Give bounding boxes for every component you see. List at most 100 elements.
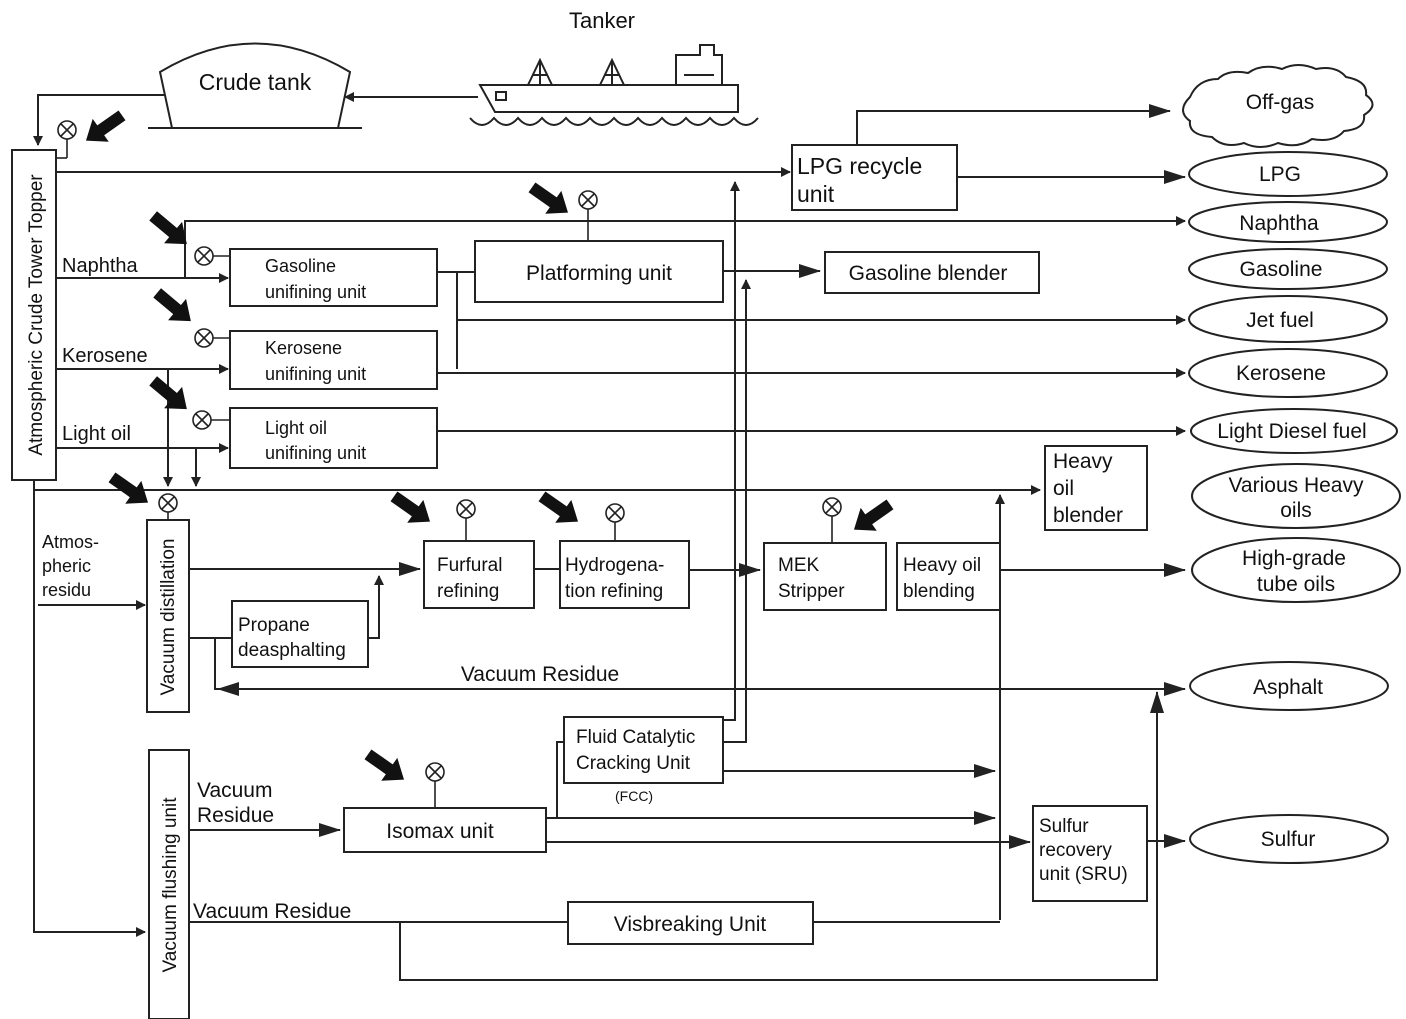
input-arrow-icon-hydrogenation bbox=[538, 491, 579, 523]
product-heavy-oils-label-1: Various Heavy bbox=[1228, 474, 1364, 497]
stream-kerosene-label: Kerosene bbox=[62, 345, 148, 367]
crude-tank-label: Crude tank bbox=[199, 69, 312, 95]
product-light-diesel-label: Light Diesel fuel bbox=[1217, 420, 1366, 443]
isomax-unit bbox=[343, 807, 547, 853]
input-arrow-icon-gasoline bbox=[149, 211, 187, 245]
product-heavy-oils-label-2: oils bbox=[1280, 499, 1312, 522]
lpg-recycle-label-2: unit bbox=[797, 181, 835, 207]
kerosene-unifining-label-1: Kerosene bbox=[265, 338, 342, 358]
heavy-oil-blender bbox=[1044, 445, 1148, 531]
stream-atm-residu-1: Atmos- bbox=[42, 532, 99, 552]
product-tube-oils bbox=[1191, 537, 1401, 603]
sulfur-recovery-unit bbox=[1032, 805, 1148, 902]
kerosene-unifining-label-2: unifining unit bbox=[265, 364, 366, 384]
input-arrow-icon-kerosene bbox=[153, 288, 191, 322]
lightoil-unifining-unit bbox=[229, 407, 438, 469]
heavy-oil-blending-unit bbox=[896, 542, 1001, 611]
heavy-oil-blending-label-2: blending bbox=[903, 581, 975, 602]
arrow-tank-to-tower bbox=[33, 94, 165, 146]
gasoline-unifining-label-2: unifining unit bbox=[265, 282, 366, 302]
input-arrow-icon-platforming bbox=[528, 182, 569, 214]
platforming-label: Platforming unit bbox=[526, 262, 672, 285]
line-lpg-to-offgas bbox=[856, 104, 1171, 145]
tanker-bridge bbox=[675, 44, 723, 85]
input-arrow-icon-tower bbox=[85, 110, 126, 142]
product-jet-fuel bbox=[1188, 295, 1388, 343]
stream-atm-residu-2: pheric bbox=[42, 556, 91, 576]
tanker-mast-2 bbox=[599, 57, 625, 86]
mek-stripper-unit bbox=[763, 542, 887, 611]
hydrogenation-label-1: Hydrogena- bbox=[565, 555, 664, 576]
propane-deasphalting-label-1: Propane bbox=[238, 615, 310, 636]
line-fcc-riser-2 bbox=[723, 279, 751, 743]
product-tube-oils-label-1: High-grade bbox=[1242, 547, 1346, 570]
heavy-oil-blending-label-1: Heavy oil bbox=[903, 555, 981, 576]
product-tube-oils-label-2: tube oils bbox=[1257, 573, 1335, 596]
product-naphtha-label: Naphtha bbox=[1239, 212, 1319, 235]
lightoil-unifining-label-2: unifining unit bbox=[265, 443, 366, 463]
product-lpg-label: LPG bbox=[1259, 163, 1301, 186]
mek-label-1: MEK bbox=[778, 555, 820, 576]
fcc-label-1: Fluid Catalytic bbox=[576, 727, 695, 748]
mek-label-2: Stripper bbox=[778, 581, 845, 602]
product-light-diesel bbox=[1190, 408, 1398, 454]
sru-label-2: recovery bbox=[1039, 840, 1112, 861]
furfural-label-1: Furfural bbox=[437, 555, 502, 576]
vacuum-flushing-label: Vacuum flushing unit bbox=[160, 797, 181, 973]
visbreaking-unit bbox=[567, 901, 814, 945]
lightoil-unifining-label-1: Light oil bbox=[265, 418, 327, 438]
hydrogenation-refining-unit bbox=[559, 540, 690, 609]
product-gasoline-label: Gasoline bbox=[1240, 258, 1323, 281]
gasoline-unifining-label-1: Gasoline bbox=[265, 256, 336, 276]
tanker-hull bbox=[478, 84, 739, 113]
crude-tank-shape bbox=[158, 42, 352, 129]
line-fcc-riser-1 bbox=[723, 181, 740, 721]
valve-icon-hydrogenation bbox=[605, 503, 625, 541]
input-arrow-icon-isomax bbox=[364, 749, 405, 781]
sru-label-3: unit (SRU) bbox=[1039, 864, 1128, 885]
furfural-refining-unit bbox=[423, 540, 535, 609]
atmospheric-tower bbox=[11, 149, 57, 481]
fcc-unit bbox=[563, 716, 724, 784]
sru-label-1: Sulfur bbox=[1039, 816, 1089, 837]
stream-residue-label: Residue bbox=[197, 804, 274, 827]
crude-tank: Crude tank bbox=[148, 42, 362, 129]
platforming-unit bbox=[474, 240, 724, 303]
fcc-label-2: Cracking Unit bbox=[576, 753, 691, 774]
valve-icon-platforming bbox=[578, 190, 598, 241]
tanker: Tanker bbox=[469, 8, 759, 126]
line-isomax-to-fcc bbox=[546, 741, 564, 819]
vacuum-flushing-unit bbox=[148, 749, 190, 1019]
valve-icon-furfural bbox=[456, 499, 476, 541]
heavy-oil-blender-label-3: blender bbox=[1053, 504, 1123, 527]
product-asphalt-label: Asphalt bbox=[1253, 676, 1323, 699]
valve-icon-tower-top bbox=[56, 120, 77, 159]
stream-atm-residu-3: residu bbox=[42, 580, 91, 600]
heavy-oil-blender-label-1: Heavy bbox=[1053, 450, 1113, 473]
product-gasoline bbox=[1188, 248, 1388, 290]
product-asphalt bbox=[1189, 661, 1389, 711]
gasoline-unifining-unit bbox=[229, 248, 438, 307]
input-arrow-icon-mek bbox=[853, 499, 894, 531]
valve-icon-lightoil-unifining bbox=[192, 410, 230, 430]
valve-icon-vacuum-distillation bbox=[158, 493, 178, 520]
kerosene-unifining-unit bbox=[229, 330, 438, 390]
propane-deasphalting-unit bbox=[231, 600, 369, 668]
product-offgas-label: Off-gas bbox=[1246, 91, 1314, 114]
product-heavy-oils bbox=[1191, 463, 1401, 529]
valve-icon-mek bbox=[822, 497, 842, 543]
stream-naphtha-label: Naphtha bbox=[62, 255, 138, 277]
vacuum-distillation-unit bbox=[146, 519, 190, 713]
tanker-mast-1 bbox=[527, 57, 553, 86]
stream-vacuum-label: Vacuum bbox=[197, 779, 272, 802]
product-kerosene bbox=[1188, 348, 1388, 398]
valve-icon-kerosene-unifining bbox=[194, 328, 230, 348]
valve-icon-isomax bbox=[425, 762, 445, 808]
stream-vacuum-residue-visb: Vacuum Residue bbox=[193, 900, 351, 923]
valve-icon-gasoline-unifining bbox=[194, 246, 230, 266]
visbreaking-label: Visbreaking Unit bbox=[614, 913, 767, 936]
tanker-label: Tanker bbox=[569, 8, 635, 33]
tanker-window bbox=[495, 91, 507, 101]
atmospheric-tower-label: Atmospheric Crude Tower Topper bbox=[26, 174, 47, 456]
product-sulfur-label: Sulfur bbox=[1261, 828, 1316, 851]
